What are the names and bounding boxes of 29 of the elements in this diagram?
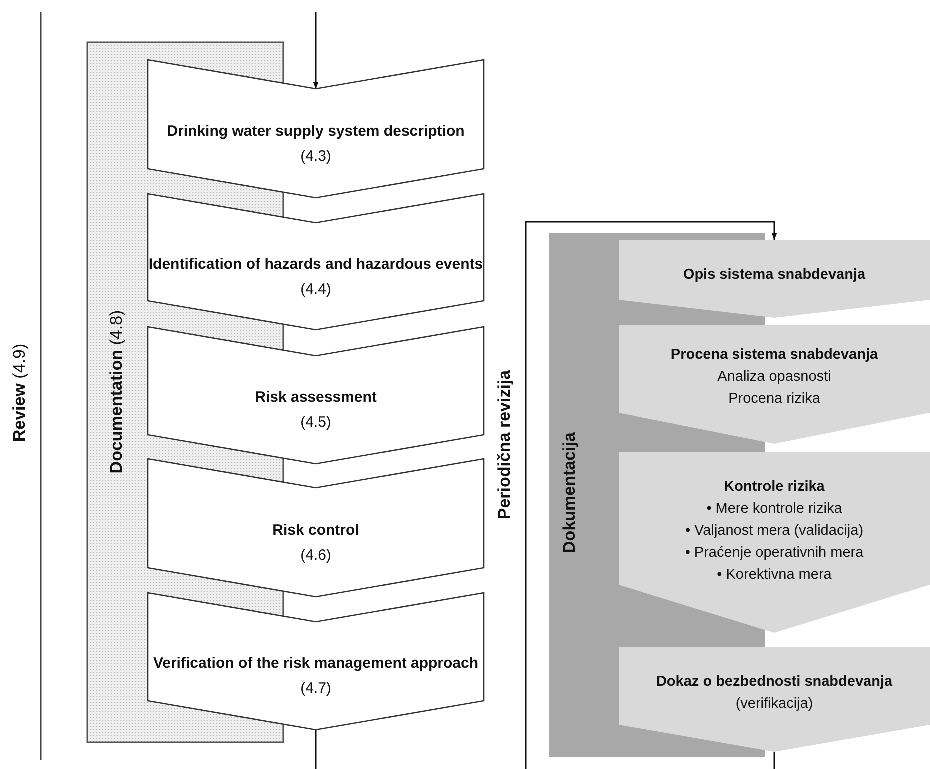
step-detail: (4.6) xyxy=(300,546,332,566)
step-title: Procena sistema snabdevanja xyxy=(670,346,878,365)
step-detail: Procena rizika xyxy=(728,390,820,409)
step-detail: • Korektivna mera xyxy=(717,566,832,584)
panel-title: Documentation (4.8) xyxy=(107,310,126,474)
step-title: Identification of hazards and hazardous events xyxy=(148,254,484,274)
step-detail: (verifikacija) xyxy=(736,694,814,714)
step-detail: (4.4) xyxy=(300,280,332,300)
step-detail: (4.3) xyxy=(300,146,332,166)
arrow xyxy=(525,221,778,769)
step-title: Kontrole rizika xyxy=(724,478,825,496)
step-title: Verification of the risk management approach xyxy=(153,654,479,674)
step-detail: • Mere kontrole rizika xyxy=(706,500,842,518)
review-label: Review (4.9) xyxy=(10,344,30,442)
connector-line xyxy=(774,752,776,769)
step-detail: Analiza opasnosti xyxy=(718,368,832,387)
step-detail: • Praćenje operativnih mera xyxy=(685,544,864,562)
review-label: Periodična revizija xyxy=(495,370,515,520)
connector-line xyxy=(315,730,317,769)
step-detail: • Valjanost mera (validacija) xyxy=(685,522,864,540)
step-title: Dokaz o bezbednosti snabdevanja xyxy=(656,672,893,692)
step-title: Opis sistema snabdevanja xyxy=(683,266,866,284)
panel-title: Dokumentacija xyxy=(560,432,579,554)
step-title: Risk assessment xyxy=(255,388,377,408)
arrow xyxy=(313,12,319,89)
step-title: Risk control xyxy=(272,520,360,540)
step-detail: (4.5) xyxy=(300,413,332,433)
step-detail: (4.7) xyxy=(300,679,332,699)
step-title: Drinking water supply system description xyxy=(167,122,465,142)
